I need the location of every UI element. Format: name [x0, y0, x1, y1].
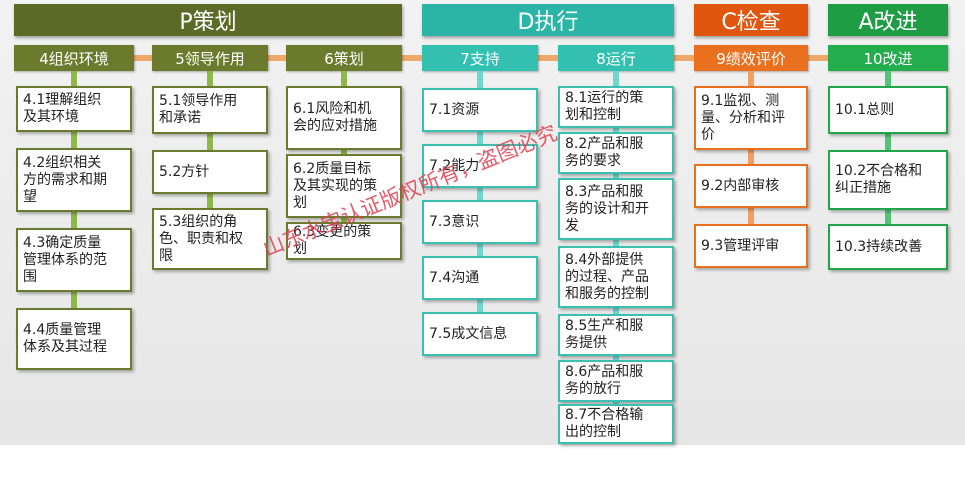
- phase-header-d: D执行: [422, 4, 674, 36]
- clause-header-7: 7支持: [422, 45, 538, 71]
- clause-header-8: 8运行: [558, 45, 674, 71]
- clause-item-8-5: 8.5生产和服 务提供: [558, 314, 674, 356]
- clause-item-4-1: 4.1理解组织 及其环境: [16, 86, 132, 132]
- clause-item-4-2: 4.2组织相关 方的需求和期 望: [16, 148, 132, 212]
- clause-header-5: 5领导作用: [152, 45, 268, 71]
- clause-item-8-7: 8.7不合格输 出的控制: [558, 404, 674, 444]
- clause-item-7-3: 7.3意识: [422, 200, 538, 244]
- clause-item-8-2: 8.2产品和服 务的要求: [558, 132, 674, 174]
- clause-header-4: 4组织环境: [14, 45, 134, 71]
- phase-header-p: P策划: [14, 4, 402, 36]
- clause-item-7-5: 7.5成文信息: [422, 312, 538, 356]
- clause-header-6: 6策划: [286, 45, 402, 71]
- clause-item-6-3: 6.3变更的策 划: [286, 222, 402, 260]
- spine-line: [207, 71, 213, 211]
- clause-item-9-3: 9.3管理评审: [694, 224, 808, 268]
- connector: [134, 55, 152, 61]
- clause-item-10-2: 10.2不合格和 纠正措施: [828, 150, 948, 210]
- clause-item-7-2: 7.2能力: [422, 144, 538, 188]
- spine-line: [477, 71, 483, 321]
- clause-item-9-2: 9.2内部审核: [694, 164, 808, 208]
- clause-item-8-6: 8.6产品和服 务的放行: [558, 360, 674, 402]
- clause-item-8-1: 8.1运行的策 划和控制: [558, 86, 674, 128]
- clause-item-8-4: 8.4外部提供 的过程、产品 和服务的控制: [558, 246, 674, 308]
- clause-item-8-3: 8.3产品和服 务的设计和开 发: [558, 178, 674, 240]
- clause-header-9: 9绩效评价: [694, 45, 808, 71]
- clause-item-6-2: 6.2质量目标 及其实现的策 划: [286, 154, 402, 218]
- clause-item-5-3: 5.3组织的角 色、职责和权 限: [152, 208, 268, 270]
- clause-item-5-2: 5.2方针: [152, 150, 268, 194]
- clause-item-10-3: 10.3持续改善: [828, 224, 948, 270]
- connector: [402, 55, 422, 61]
- spine-line: [613, 71, 619, 411]
- phase-header-a: A改进: [828, 4, 948, 36]
- clause-item-7-1: 7.1资源: [422, 88, 538, 132]
- connector: [268, 55, 286, 61]
- connector: [538, 55, 558, 61]
- spine-line: [341, 71, 347, 231]
- spine-line: [748, 71, 754, 231]
- connector: [674, 55, 694, 61]
- clause-item-5-1: 5.1领导作用 和承诺: [152, 86, 268, 134]
- clause-item-4-4: 4.4质量管理 体系及其过程: [16, 308, 132, 370]
- diagram-canvas: P策划 D执行 C检查 A改进 4组织环境 5领导作用 6策划 7支持 8运行 …: [0, 0, 965, 445]
- phase-header-c: C检查: [694, 4, 808, 36]
- clause-item-10-1: 10.1总则: [828, 86, 948, 134]
- connector: [808, 55, 828, 61]
- clause-item-9-1: 9.1监视、测 量、分析和评 价: [694, 86, 808, 150]
- clause-item-7-4: 7.4沟通: [422, 256, 538, 300]
- clause-header-10: 10改进: [828, 45, 948, 71]
- clause-item-4-3: 4.3确定质量 管理体系的范 围: [16, 228, 132, 292]
- clause-item-6-1: 6.1风险和机 会的应对措施: [286, 86, 402, 150]
